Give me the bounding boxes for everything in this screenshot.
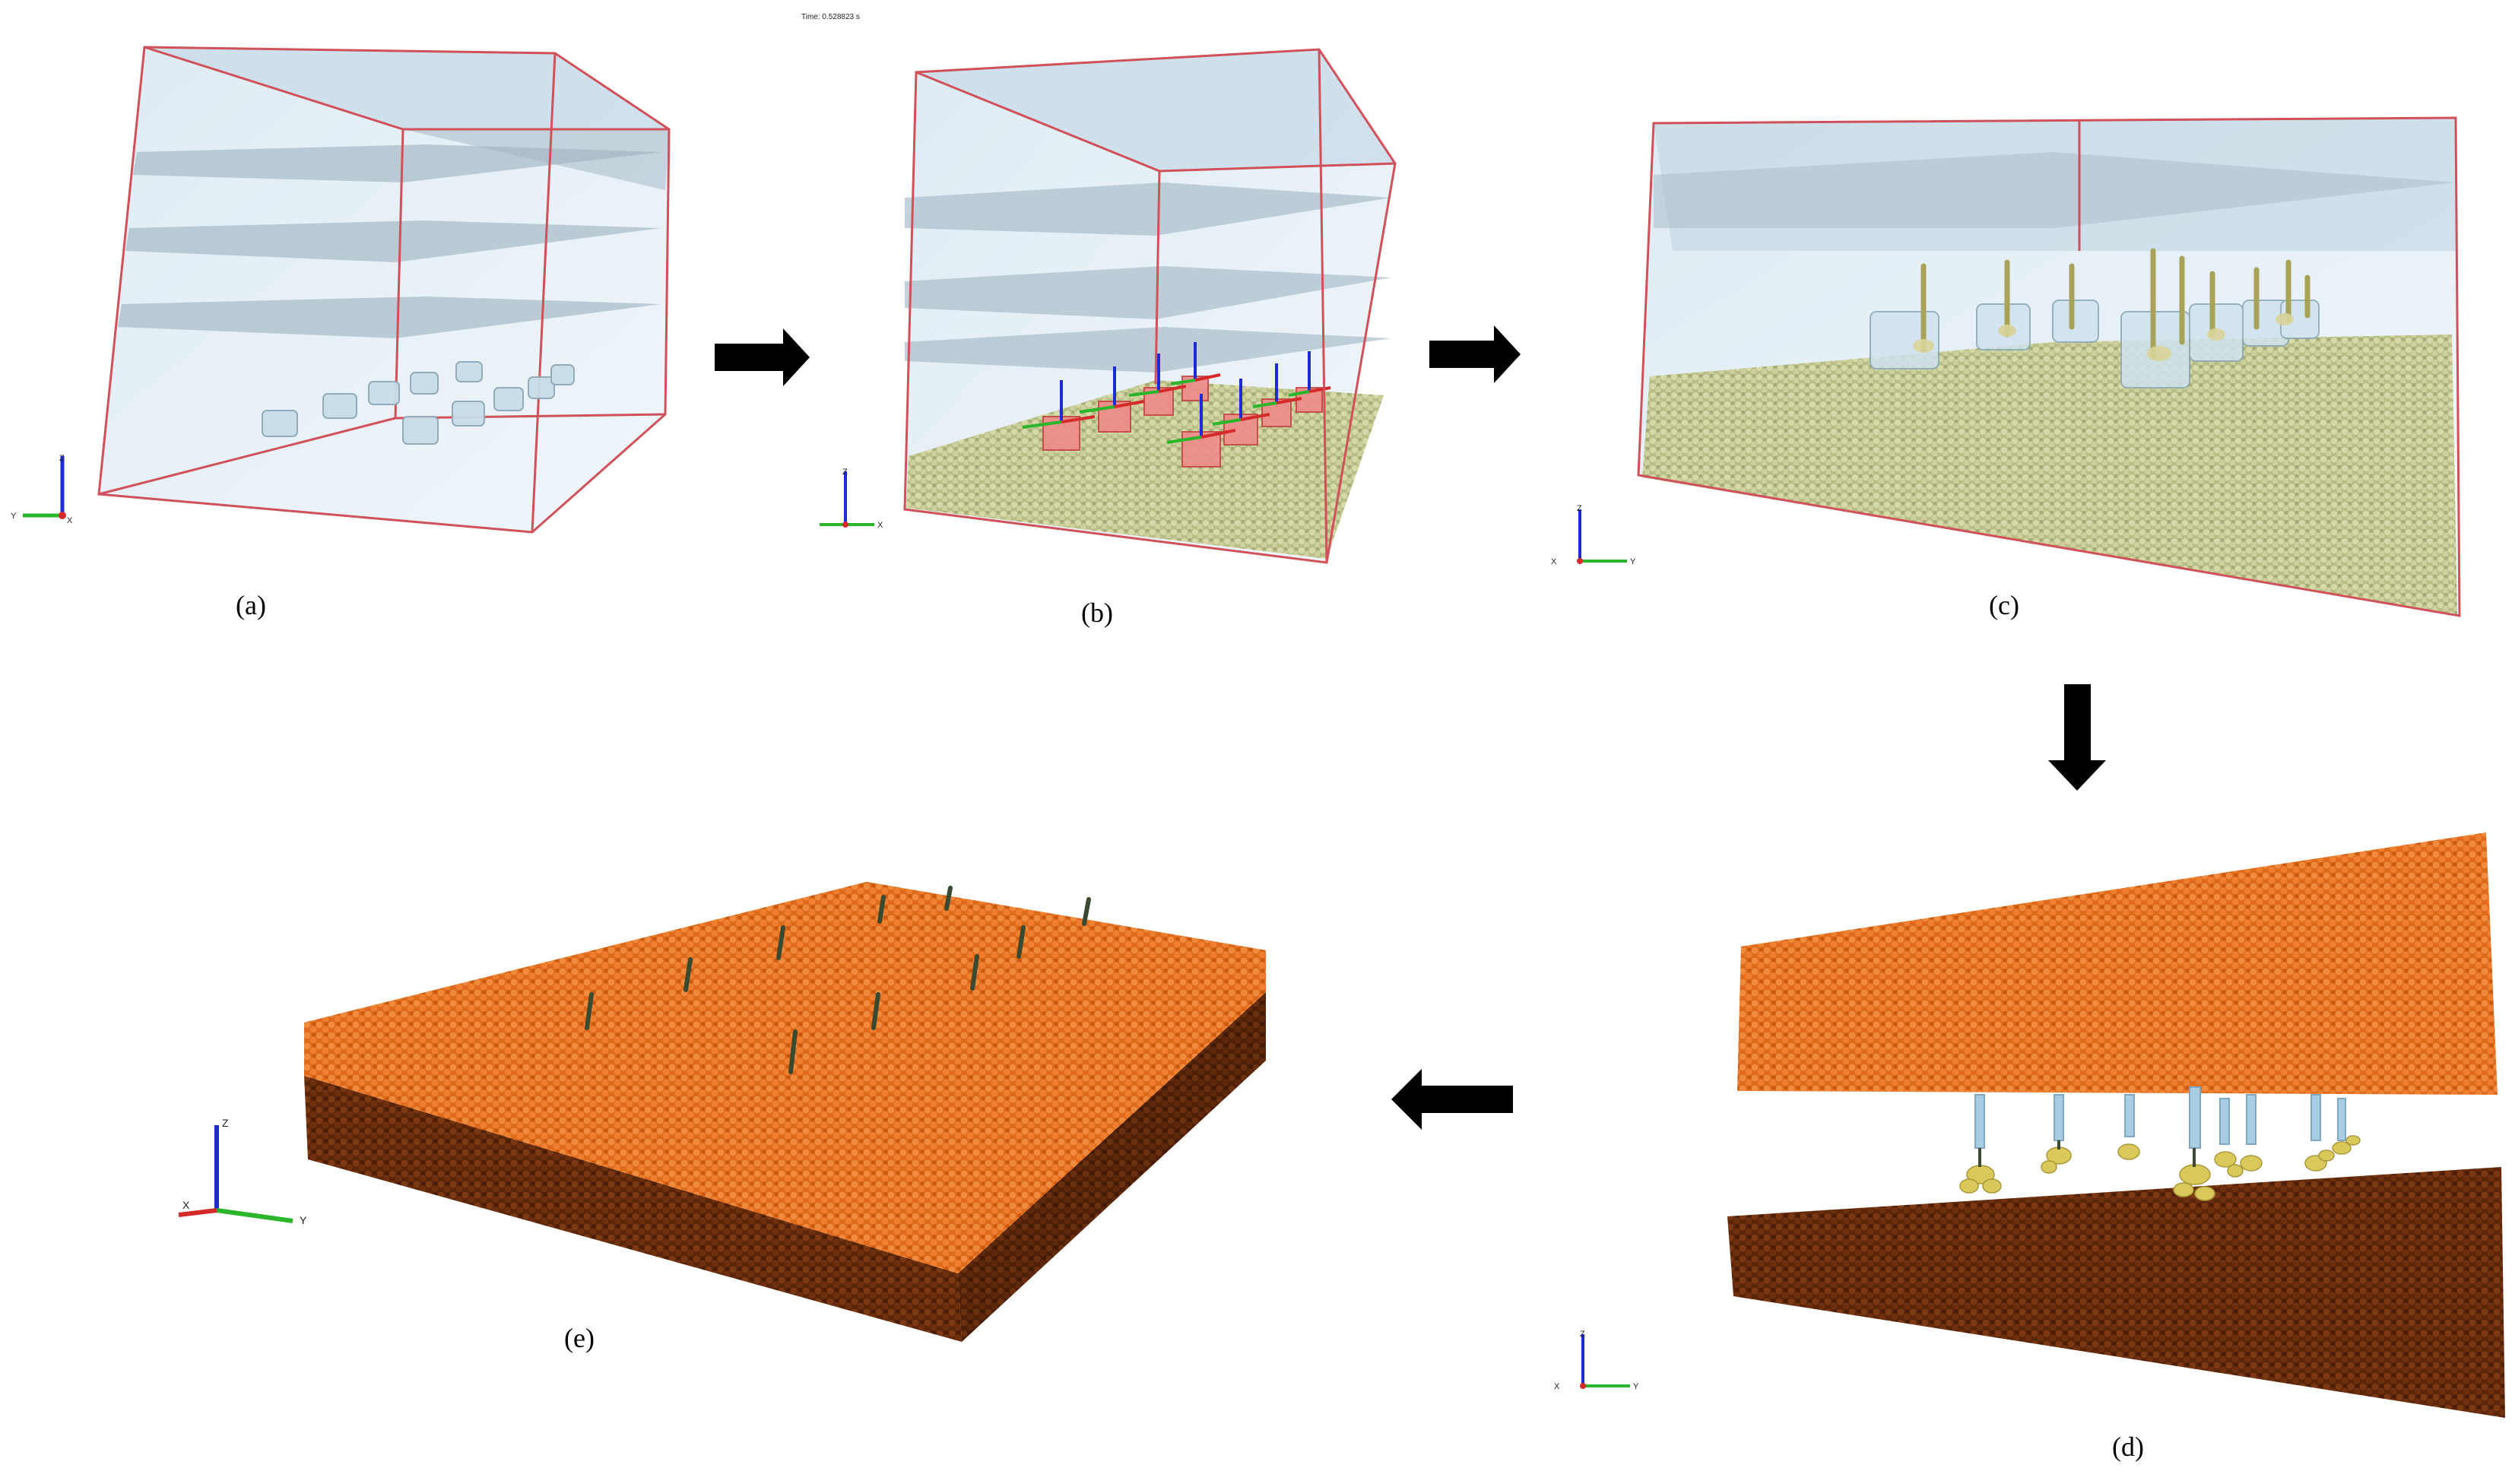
- panel-label-d: (d): [2112, 1432, 2144, 1462]
- time-readout: Time: 0.528823 s: [801, 13, 860, 21]
- axis-z-label: Z: [222, 1117, 229, 1129]
- arrow-left-icon: [1391, 1069, 1513, 1130]
- panel-e: Z Y X (e): [178, 882, 1266, 1353]
- panel-label-c: (c): [1989, 590, 2019, 620]
- panel-d: Z Y X (d): [1554, 832, 2505, 1462]
- axis-triad-d: Z Y X: [1554, 1330, 1639, 1391]
- seedlings-d: [1959, 1086, 2361, 1201]
- axis-z-label: Z: [842, 468, 848, 477]
- panel-c: Z Y X (c): [1551, 116, 2461, 620]
- axis-triad-c: Z Y X: [1551, 504, 1636, 566]
- panel-label-e: (e): [564, 1323, 595, 1353]
- seed-bed-c: [1642, 335, 2457, 614]
- arrow-right-icon: [715, 328, 810, 386]
- axis-triad-b: Z X: [820, 468, 883, 530]
- axis-y-label: Y: [300, 1214, 307, 1226]
- glass-box-b: [903, 48, 1397, 564]
- arrow-right-icon: [1429, 325, 1521, 383]
- seed-cups-b: [1022, 342, 1331, 468]
- axis-triad-e: Z Y X: [178, 1117, 307, 1226]
- seedlings-e: [585, 886, 1091, 1074]
- axis-z-label: Z: [59, 454, 65, 463]
- axis-triad-a: Z Y X: [11, 454, 73, 525]
- axis-y-label: Y: [1630, 557, 1636, 566]
- axis-x-label: X: [67, 516, 73, 525]
- glass-box-a: [97, 46, 671, 534]
- axis-x-label: X: [1551, 557, 1557, 566]
- soil-bottom-slab-d: [1727, 1167, 2505, 1418]
- axis-y-label: Y: [1633, 1382, 1639, 1391]
- axis-z-label: Z: [1577, 504, 1582, 513]
- arrow-down-icon: [2048, 684, 2106, 791]
- glass-box-c: [1637, 116, 2461, 617]
- axis-x-label: X: [182, 1199, 190, 1211]
- soil-top-slab-d: [1737, 832, 2498, 1095]
- soil-bottom-slab-e: [304, 1076, 962, 1342]
- panel-a: Z Y X (a): [11, 46, 671, 620]
- panel-b: Time: 0.528823 s: [801, 13, 1397, 628]
- axis-y-label: Y: [11, 512, 17, 521]
- axis-x-label: X: [877, 521, 883, 530]
- panel-label-b: (b): [1081, 598, 1113, 628]
- axis-x-label: X: [1554, 1382, 1560, 1391]
- axis-z-label: Z: [1580, 1330, 1585, 1339]
- panel-label-a: (a): [236, 590, 266, 620]
